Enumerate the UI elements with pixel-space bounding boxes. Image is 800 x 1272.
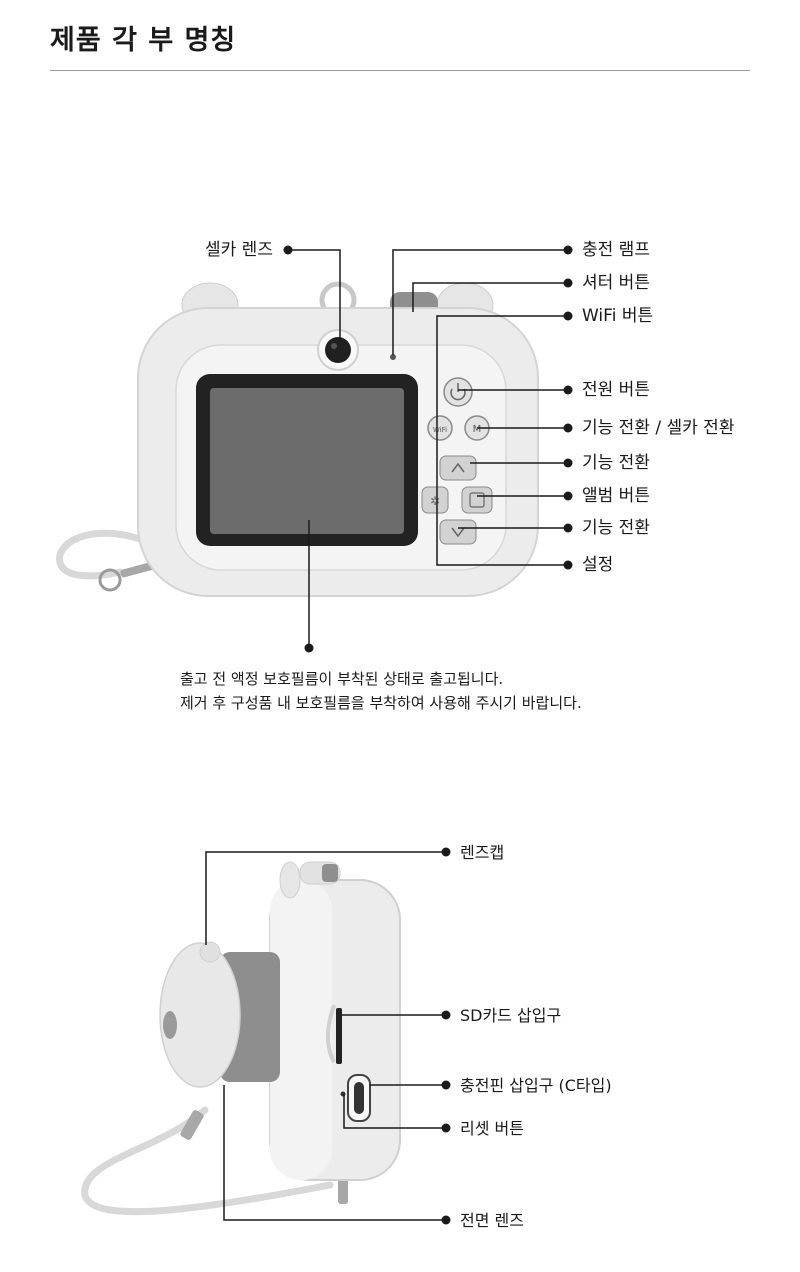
side-strap-clip (180, 1110, 204, 1140)
screen (210, 388, 404, 534)
film-note-line2: 제거 후 구성품 내 보호필름을 부착하여 사용해 주시기 바랍니다. (180, 694, 582, 712)
wifi-button-mark: WiFi (433, 426, 447, 434)
up-button (439, 455, 477, 481)
label-function-down: 기능 전환 (582, 518, 650, 538)
label-power-button: 전원 버튼 (582, 380, 650, 400)
side-lanyard-strap (81, 1106, 334, 1216)
label-selfie-lens: 셀카 렌즈 (205, 240, 273, 260)
mode-button-mark: M (473, 424, 482, 435)
album-button (461, 486, 493, 514)
lanyard-strap (56, 529, 164, 580)
label-function-up: 기능 전환 (582, 453, 650, 473)
settings-button (421, 486, 449, 514)
film-note-line1: 출고 전 액정 보호필름이 부착된 상태로 출고됩니다. (180, 670, 504, 688)
label-album-button: 앨범 버튼 (582, 486, 650, 506)
label-charge-port: 충전핀 삽입구 (C타입) (460, 1076, 612, 1095)
label-wifi-button: WiFi 버튼 (582, 306, 654, 326)
down-button (439, 519, 477, 545)
page-title: 제품 각 부 명칭 (50, 25, 237, 56)
wifi-button (427, 415, 453, 441)
title-divider (50, 70, 750, 71)
front-leader-lines (288, 249, 568, 648)
lanyard-ring (98, 568, 122, 592)
charge-lamp (390, 354, 396, 360)
side-leader-lines (205, 851, 446, 1221)
sd-slot (326, 1004, 336, 1063)
label-mode-selfie: 기능 전환 / 셀카 전환 (582, 418, 735, 438)
selfie-lens (325, 337, 351, 363)
lens-cap (159, 942, 241, 1088)
label-charge-lamp: 충전 램프 (582, 240, 650, 260)
side-leader-dots (441, 847, 451, 1225)
label-reset-button: 리셋 버튼 (460, 1119, 524, 1138)
svg-text:✲: ✲ (430, 494, 440, 508)
camera-front-illustration: WiFi M ✲ (56, 245, 573, 653)
label-sd-slot: SD카드 삽입구 (460, 1006, 562, 1025)
label-settings: 설정 (582, 555, 614, 575)
label-lens-cap: 렌즈캡 (460, 843, 505, 862)
front-leader-dots (283, 245, 573, 653)
label-shutter-button: 셔터 버튼 (582, 273, 650, 293)
label-front-lens: 전면 렌즈 (460, 1211, 524, 1230)
